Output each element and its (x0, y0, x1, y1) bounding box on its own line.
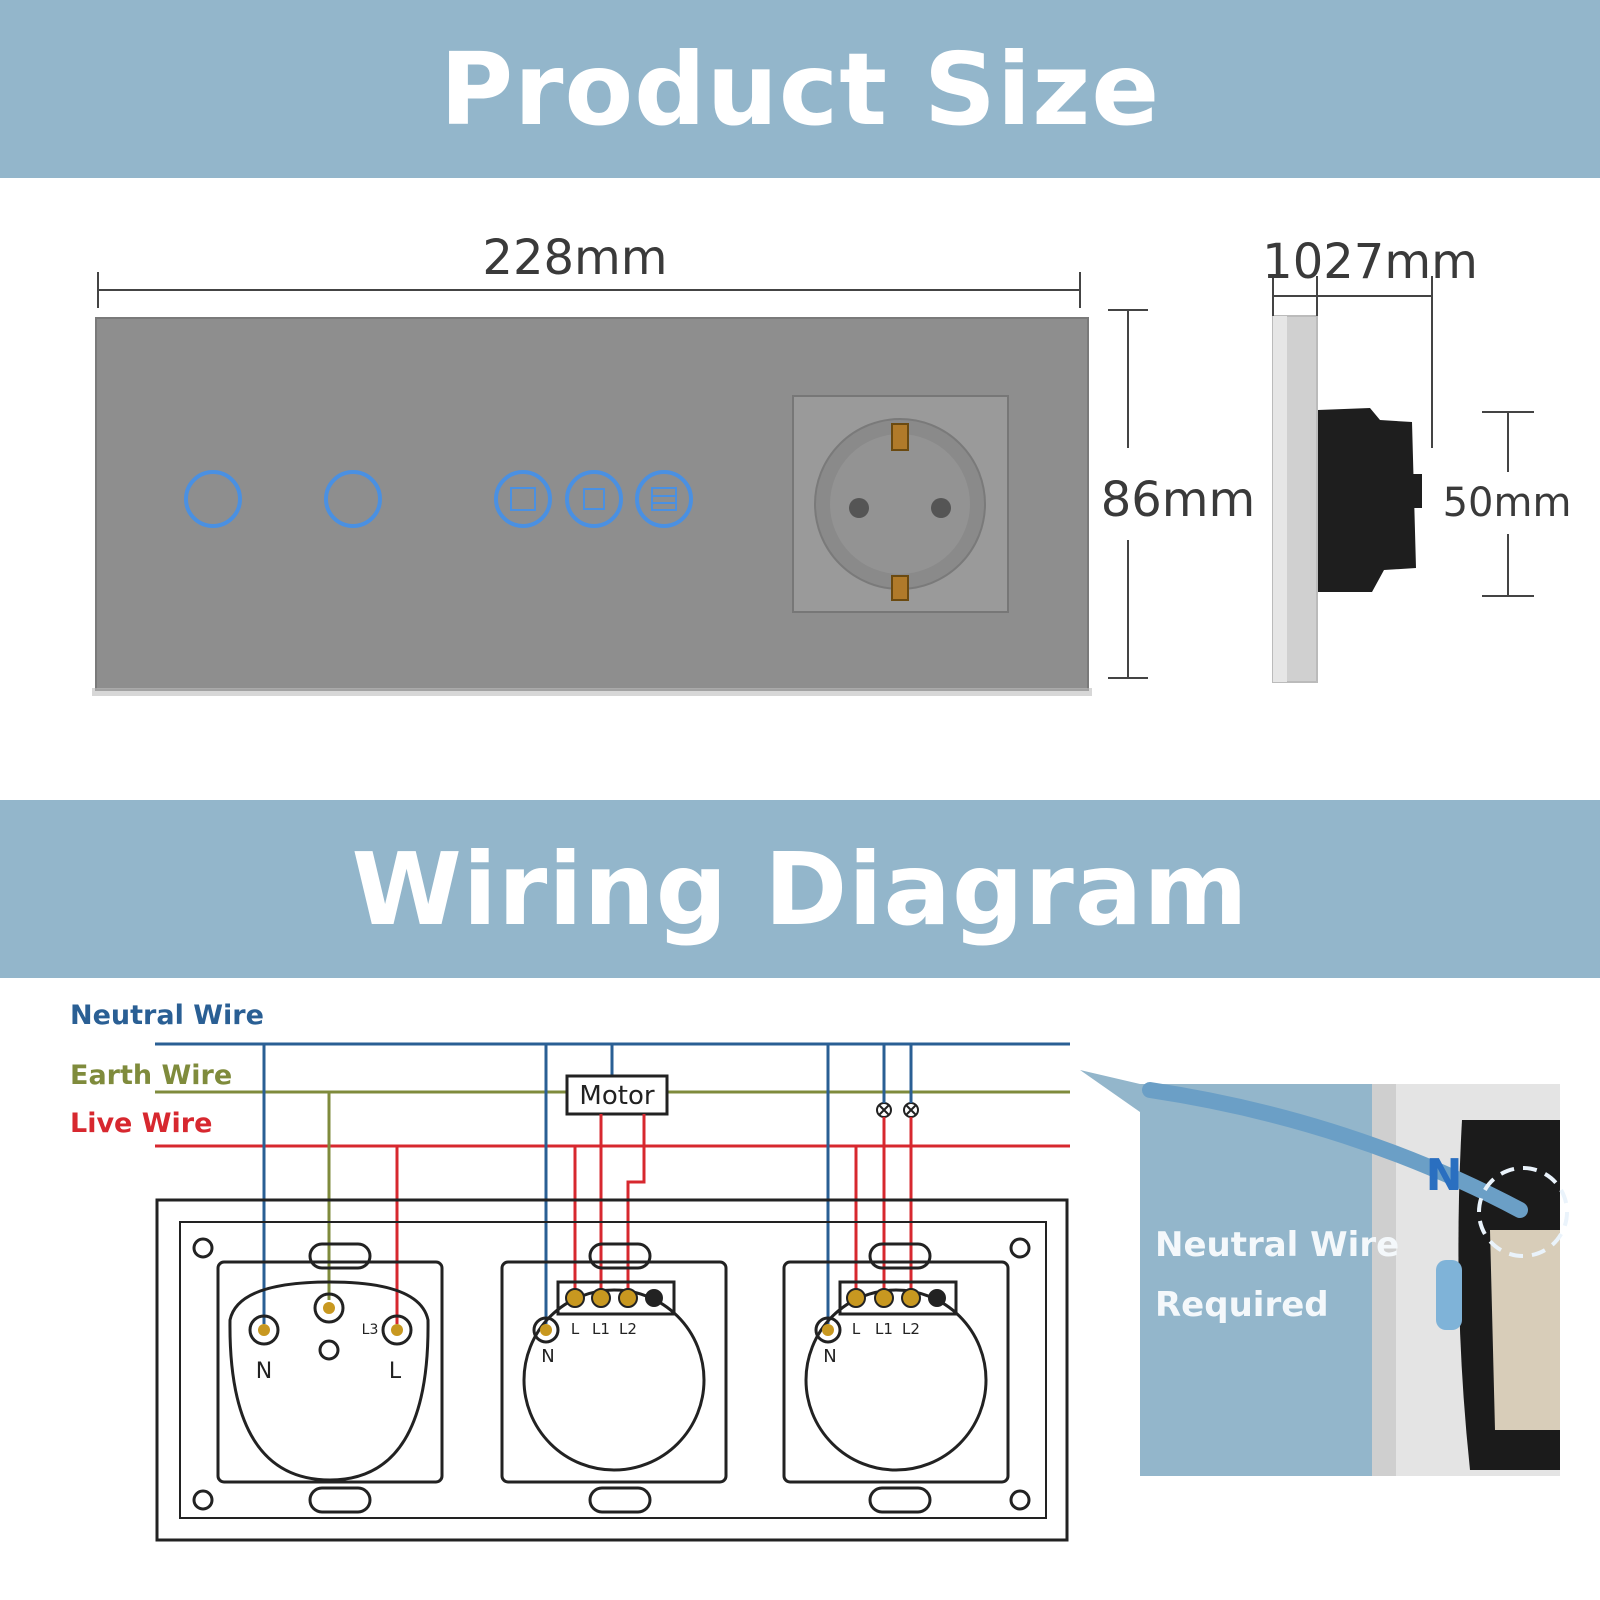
touch-button-1 (184, 470, 242, 528)
switch1-terminal-l1: L1 (592, 1320, 610, 1338)
product-size-illustration: 228mm 86mm (92, 230, 1572, 696)
callout-line-2: Required (1155, 1285, 1329, 1325)
wiring-diagram-banner: Wiring Diagram (0, 800, 1600, 978)
lamp-1 (876, 1102, 892, 1118)
curtain-switch-terminals (540, 1288, 663, 1336)
depth-dimension (1482, 411, 1534, 597)
callout-n-badge: N (1426, 1150, 1463, 1201)
curtain-open-button (494, 470, 552, 528)
neutral-callout: N Neutral Wire Required (1080, 1070, 1569, 1476)
mounting-frame (155, 1198, 1069, 1542)
width-dimension (97, 272, 1081, 308)
side-dimension (1272, 276, 1433, 448)
depth-label: 50mm (1443, 480, 1572, 526)
curtain-pause-button (565, 470, 623, 528)
switch1-terminal-l2: L2 (619, 1320, 637, 1338)
live-wire-label: Live Wire (70, 1108, 212, 1139)
light-switch-module (782, 1260, 1010, 1484)
callout-line-1: Neutral Wire (1155, 1225, 1399, 1265)
side-view (1272, 315, 1422, 683)
height-dimension (1108, 309, 1148, 679)
wiring-diagram-title: Wiring Diagram (351, 830, 1249, 948)
width-label: 228mm (482, 230, 667, 286)
product-size-banner: Product Size (0, 0, 1600, 178)
wiring-diagram-illustration: Neutral Wire Earth Wire Live Wire Motor (70, 1000, 1569, 1542)
side-top-label: 1027mm (1262, 234, 1478, 290)
product-size-title: Product Size (439, 30, 1161, 148)
motor-box: Motor (565, 1044, 669, 1116)
switch1-terminal-l: L (571, 1320, 580, 1338)
switch1-terminal-n: N (541, 1346, 554, 1367)
earth-wire-label: Earth Wire (70, 1060, 232, 1091)
switch2-terminal-l: L (852, 1320, 861, 1338)
socket-module (216, 1260, 444, 1484)
curtain-close-button (635, 470, 693, 528)
socket-terminal-l3: L3 (362, 1322, 379, 1338)
schuko-socket (792, 395, 1009, 613)
socket-terminal-l: L (389, 1359, 402, 1384)
switch2-terminal-l1: L1 (875, 1320, 893, 1338)
neutral-wire-label: Neutral Wire (70, 1000, 264, 1031)
switch2-terminal-l2: L2 (902, 1320, 920, 1338)
light-switch-terminals (822, 1288, 946, 1336)
socket-terminal-n: N (256, 1359, 272, 1384)
motor-label: Motor (579, 1081, 654, 1111)
curtain-switch-module (500, 1260, 728, 1484)
panel-shadow (92, 688, 1092, 696)
height-label: 86mm (1101, 472, 1256, 528)
lamp-2 (903, 1102, 919, 1118)
socket-terminal-dots (258, 1302, 403, 1336)
touch-button-2 (324, 470, 382, 528)
switch2-terminal-n: N (823, 1346, 836, 1367)
